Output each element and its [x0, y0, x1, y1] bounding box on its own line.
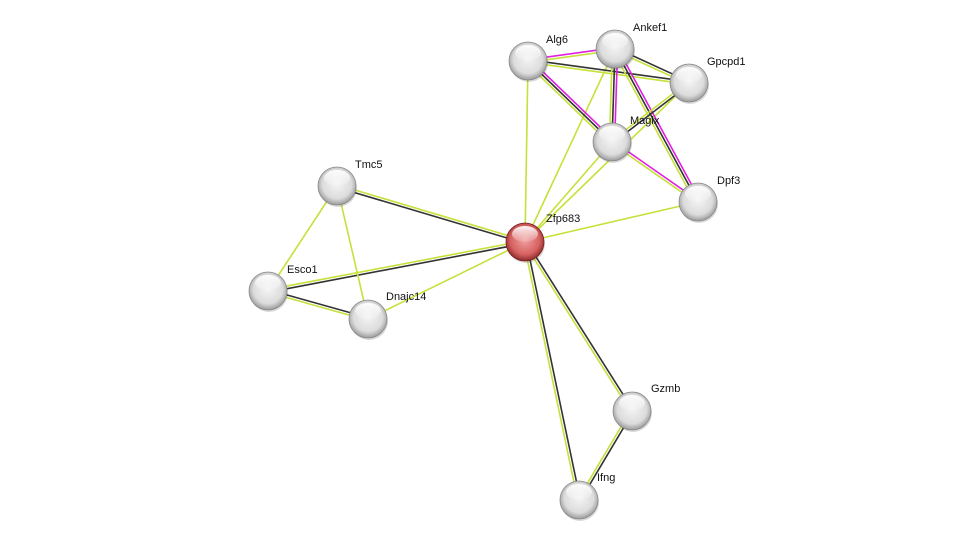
node-highlight	[324, 170, 350, 186]
edge-ankef1-dpf3-textmining[interactable]	[612, 49, 697, 204]
node-dpf3[interactable]: Dpf3	[678, 175, 740, 223]
edge-ankef1-dpf3-coexpression[interactable]	[614, 48, 699, 203]
edge-alg6-gpcpd1-textmining[interactable]	[527, 61, 689, 86]
node-label: Zfp683	[546, 213, 580, 225]
edge-zfp683-gzmb-textmining[interactable]	[523, 242, 632, 413]
node-ifng[interactable]: Ifng	[559, 472, 615, 521]
node-dnajc14[interactable]: Dnajc14	[348, 291, 426, 340]
node-zfp683[interactable]: Zfp683	[505, 213, 580, 263]
edge-alg6-magix-experiments[interactable]	[529, 58, 615, 141]
node-highlight	[255, 275, 281, 291]
node-tmc5[interactable]: Tmc5	[317, 159, 383, 207]
node-highlight	[599, 126, 625, 142]
node-highlight	[676, 67, 702, 83]
node-esco1[interactable]: Esco1	[248, 264, 318, 312]
edge-tmc5-dnajc14-textmining[interactable]	[336, 185, 369, 320]
node-label: Ifng	[597, 472, 615, 484]
node-highlight	[515, 45, 541, 61]
node-magix[interactable]: Magix	[592, 115, 660, 163]
edge-alg6-magix-coexpression[interactable]	[527, 60, 613, 143]
node-highlight	[602, 33, 628, 49]
edge-zfp683-ifng-textmining[interactable]	[522, 242, 579, 501]
edge-zfp683-magix-textmining[interactable]	[524, 141, 613, 243]
node-label: Esco1	[287, 264, 318, 276]
node-ankef1[interactable]: Ankef1	[595, 22, 667, 70]
node-label: Tmc5	[355, 159, 383, 171]
edge-alg6-gpcpd1-coexpression[interactable]	[528, 58, 690, 83]
edge-zfp683-gzmb-coexpression[interactable]	[525, 240, 634, 411]
node-highlight	[685, 186, 711, 202]
edge-zfp683-tmc5-textmining[interactable]	[337, 183, 526, 242]
node-label: Magix	[630, 115, 660, 127]
edge-zfp683-esco1-coexpression[interactable]	[268, 242, 526, 294]
edge-zfp683-ankef1-textmining[interactable]	[524, 48, 616, 243]
edge-zfp683-dpf3-textmining[interactable]	[524, 201, 699, 243]
edge-zfp683-tmc5-coexpression[interactable]	[336, 186, 525, 245]
edge-zfp683-dnajc14-textmining[interactable]	[367, 241, 526, 320]
edge-tmc5-esco1-textmining[interactable]	[267, 185, 338, 292]
node-alg6[interactable]: Alg6	[508, 34, 568, 82]
edge-ankef1-dpf3-experiments[interactable]	[616, 47, 701, 202]
edge-alg6-magix-textmining[interactable]	[525, 62, 611, 145]
node-gzmb[interactable]: Gzmb	[612, 383, 680, 432]
edge-zfp683-alg6-textmining[interactable]	[524, 60, 529, 243]
edge-zfp683-esco1-textmining[interactable]	[267, 239, 525, 291]
node-highlight	[566, 484, 592, 500]
edge-zfp683-gpcpd1-textmining[interactable]	[524, 82, 690, 243]
node-label: Dpf3	[717, 175, 740, 187]
edge-zfp683-ifng-coexpression[interactable]	[525, 241, 582, 500]
node-highlight	[355, 303, 381, 319]
node-highlight	[512, 226, 538, 242]
node-label: Gzmb	[651, 383, 680, 395]
node-label: Gpcpd1	[707, 56, 746, 68]
node-label: Dnajc14	[386, 291, 426, 303]
node-gpcpd1[interactable]: Gpcpd1	[669, 56, 746, 104]
node-label: Alg6	[546, 34, 568, 46]
node-label: Ankef1	[633, 22, 667, 34]
node-highlight	[619, 395, 645, 411]
